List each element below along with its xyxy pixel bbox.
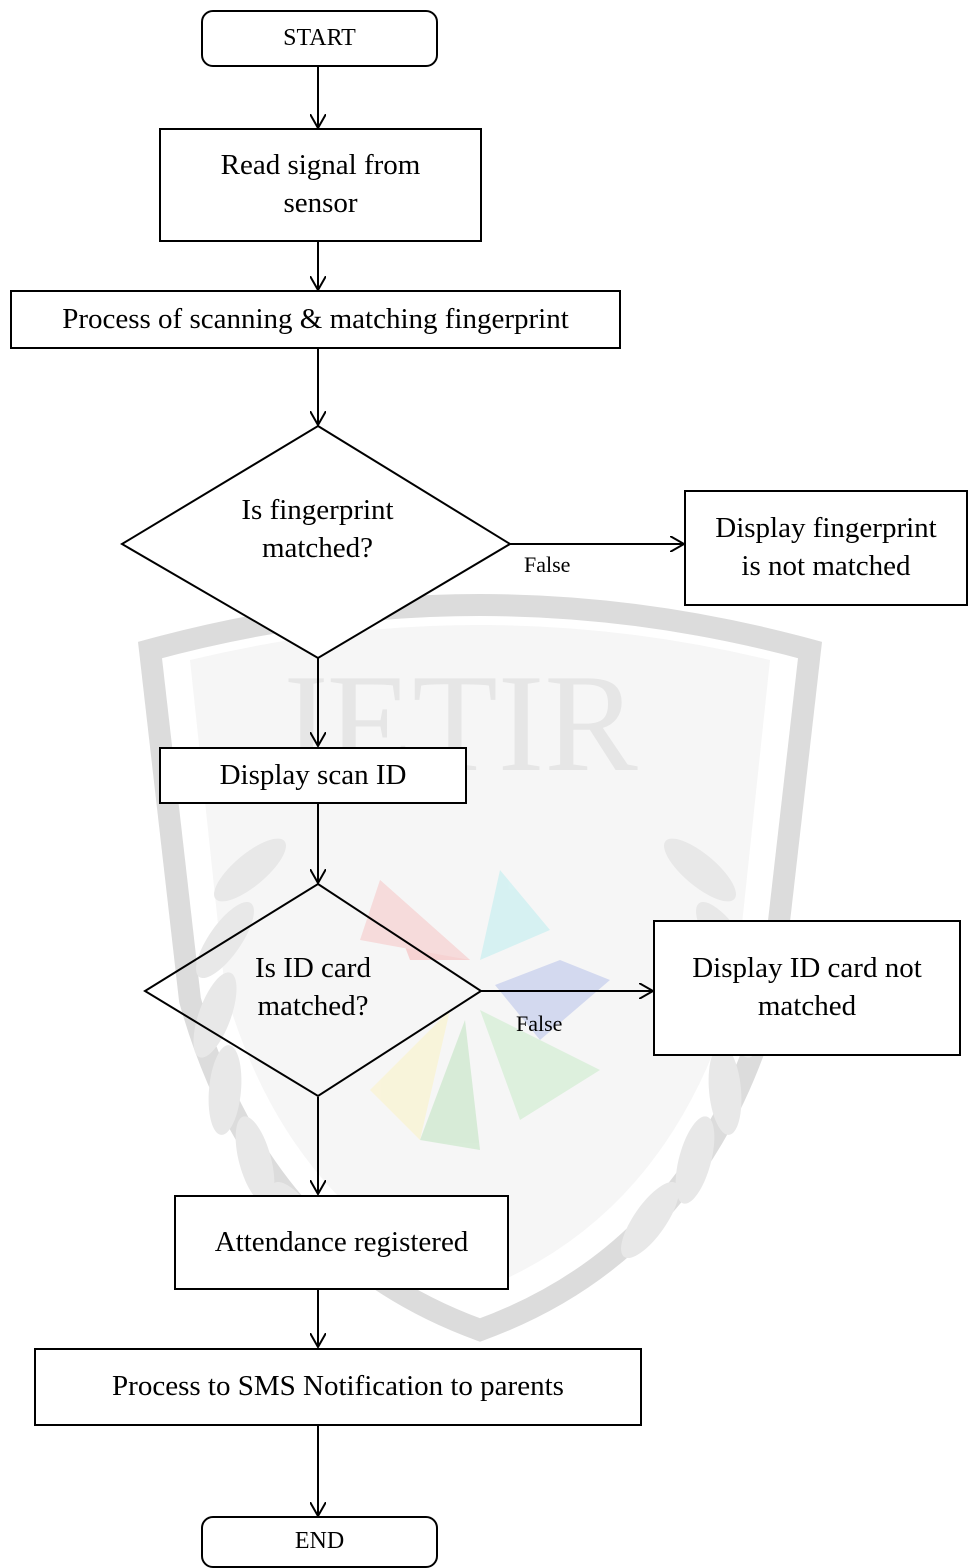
decision-id-label: Is ID card matched? — [255, 952, 371, 1022]
read-signal-label: Read signal from sensor — [220, 149, 421, 219]
decision-fingerprint-label: Is fingerprint matched? — [241, 494, 394, 564]
end-terminal: END — [201, 1516, 438, 1568]
display-scan-id-label: Display scan ID — [219, 758, 407, 791]
fingerprint-false-label: False — [524, 552, 571, 577]
read-signal-box: Read signal from sensor — [159, 128, 482, 242]
start-terminal: START — [201, 10, 438, 67]
display-id-not-matched-box: Display ID card not matched — [653, 920, 961, 1056]
id-false-label: False — [516, 1011, 563, 1036]
decision-fingerprint-shape — [120, 424, 512, 660]
process-scan-box: Process of scanning & matching fingerpri… — [10, 290, 621, 349]
display-not-matched-label: Display fingerprint is not matched — [715, 512, 937, 582]
process-scan-label: Process of scanning & matching fingerpri… — [62, 302, 569, 335]
watermark-star — [360, 870, 610, 1150]
decision-id-shape — [143, 882, 483, 1098]
start-label: START — [283, 24, 356, 51]
attendance-box: Attendance registered — [174, 1195, 509, 1290]
end-label: END — [294, 1528, 345, 1555]
display-not-matched-box: Display fingerprint is not matched — [684, 490, 968, 606]
sms-box: Process to SMS Notification to parents — [34, 1348, 642, 1426]
display-scan-id-box: Display scan ID — [159, 747, 467, 804]
sms-label: Process to SMS Notification to parents — [112, 1370, 564, 1403]
display-id-not-matched-label: Display ID card not matched — [692, 952, 922, 1022]
attendance-label: Attendance registered — [214, 1225, 469, 1258]
